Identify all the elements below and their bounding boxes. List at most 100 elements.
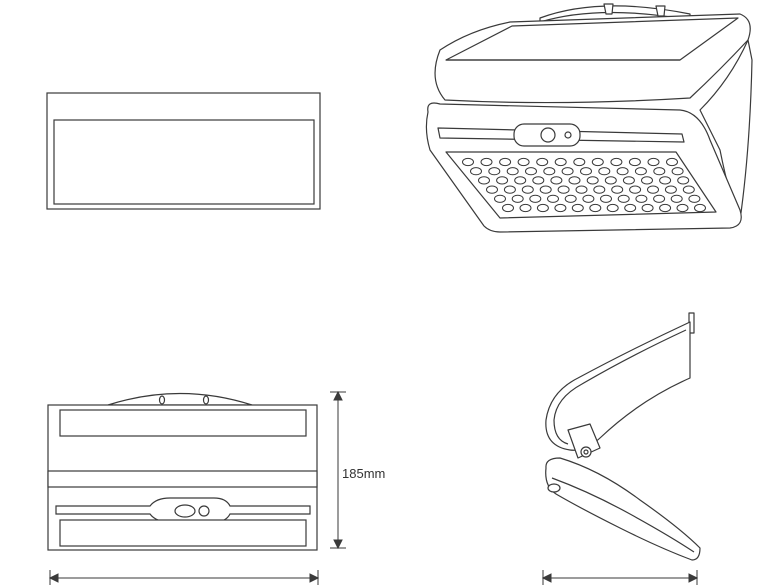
led-element (502, 203, 514, 213)
front-mount-hole-right (202, 395, 210, 405)
led-element (624, 203, 637, 213)
led-element (647, 157, 660, 167)
iso-mount-tab-right (655, 5, 666, 17)
led-element (519, 203, 532, 213)
led-element (682, 185, 695, 194)
width-arrow-right (309, 573, 320, 583)
height-arrow-bottom (333, 539, 343, 550)
height-arrow-top (333, 390, 343, 401)
led-element (571, 203, 584, 213)
side-upper-arm (545, 321, 691, 451)
led-element (580, 167, 592, 176)
front-mounting-arc (107, 392, 253, 406)
led-element (536, 157, 549, 167)
led-element (550, 176, 563, 185)
led-element (589, 203, 602, 213)
led-element (604, 176, 617, 185)
led-element (554, 203, 567, 213)
side-arrow-left (541, 573, 552, 583)
led-element (539, 185, 552, 194)
led-element (478, 176, 490, 185)
led-element (486, 185, 498, 194)
led-element (635, 194, 648, 203)
led-element (564, 194, 577, 203)
led-element (554, 157, 567, 167)
led-element (532, 176, 545, 185)
led-element (517, 157, 530, 167)
led-element (628, 157, 641, 167)
front-mount-hole-left (158, 395, 166, 405)
led-element (606, 203, 619, 213)
led-element (659, 203, 672, 213)
led-element (664, 185, 677, 194)
led-element (488, 167, 501, 176)
height-dimension-label: 185mm (342, 466, 386, 481)
led-element (470, 167, 482, 176)
led-element (557, 185, 570, 194)
led-element (666, 157, 678, 167)
iso-mount-tab-left (603, 3, 614, 15)
led-element (653, 167, 666, 176)
led-element (514, 176, 527, 185)
led-element (506, 167, 519, 176)
led-element (593, 185, 606, 194)
led-element (647, 185, 659, 194)
led-element (496, 176, 509, 185)
side-lower-head (545, 457, 701, 561)
front-light-sensor (198, 505, 210, 517)
led-element (653, 194, 666, 203)
led-element (616, 167, 629, 176)
front-pir-sensor (174, 504, 196, 518)
led-element (494, 194, 506, 203)
iso-pir-sensor-lens (540, 127, 556, 143)
led-element (671, 167, 684, 176)
led-element (499, 157, 512, 167)
led-element (503, 185, 516, 194)
side-sensor-bump (547, 483, 561, 493)
led-element (462, 157, 474, 167)
iso-light-sensor (564, 131, 572, 139)
led-element (561, 167, 574, 176)
side-lower-head-inner (551, 477, 695, 553)
led-element (600, 194, 612, 203)
width-arrow-left (48, 573, 59, 583)
iso-led-grid (462, 157, 706, 213)
led-element (598, 167, 611, 176)
led-element (688, 194, 701, 203)
led-element (582, 194, 595, 203)
led-element (677, 176, 690, 185)
top-view-solar-panel (53, 119, 315, 205)
led-element (622, 176, 635, 185)
led-element (591, 157, 604, 167)
led-element (480, 157, 493, 167)
led-element (525, 167, 537, 176)
led-element (694, 203, 706, 213)
led-element (521, 185, 534, 194)
led-element (547, 194, 559, 203)
led-element (511, 194, 524, 203)
led-element (536, 203, 549, 213)
side-hinge-block (567, 423, 601, 459)
led-element (676, 203, 689, 213)
side-hinge-pin-inner (583, 449, 589, 455)
led-element (543, 167, 556, 176)
side-upper-arm-inner (553, 329, 687, 445)
led-element (611, 185, 624, 194)
led-element (641, 203, 654, 213)
led-element (617, 194, 630, 203)
led-element (641, 176, 653, 185)
led-element (586, 176, 599, 185)
led-element (629, 185, 642, 194)
led-element (573, 157, 586, 167)
side-arrow-right (688, 573, 699, 583)
led-element (610, 157, 623, 167)
front-led-window (59, 519, 307, 547)
led-element (529, 194, 542, 203)
front-solar-window (59, 409, 307, 437)
led-element (659, 176, 672, 185)
